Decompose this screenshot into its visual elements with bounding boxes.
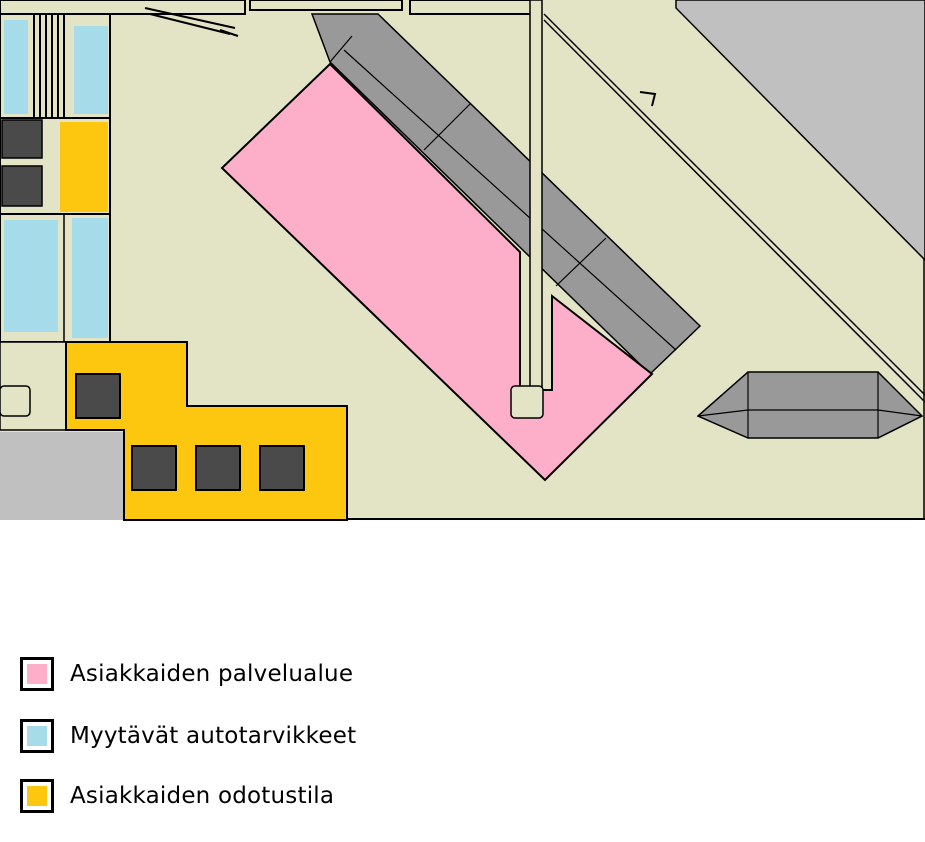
- legend-swatch-blue: [20, 719, 54, 753]
- seat-1: [1, 119, 43, 159]
- column-base: [510, 385, 544, 419]
- legend-label-products: Myytävät autotarvikkeet: [70, 723, 357, 749]
- diagonal-line-a: [543, 13, 925, 396]
- door-mark-right: [639, 91, 657, 107]
- legend-item-products: Myytävät autotarvikkeet: [20, 716, 356, 756]
- customer-service-area: [220, 62, 654, 482]
- shelf-mid-left: [4, 220, 58, 332]
- legend-swatch-pink: [20, 657, 54, 691]
- diagonal-line-b: [543, 19, 925, 403]
- shelf-stripes: [33, 14, 65, 118]
- waiting-area-small: [60, 122, 108, 212]
- shelf-mid-right: [72, 218, 108, 338]
- waiting-seat-4: [259, 445, 305, 491]
- waiting-seat-1: [75, 373, 121, 419]
- road-area: [675, 0, 925, 262]
- support-column: [529, 0, 543, 391]
- waiting-seat-2: [131, 445, 177, 491]
- door-mark-left: [144, 7, 239, 37]
- legend-label-waiting: Asiakkaiden odotustila: [70, 783, 335, 809]
- waiting-seat-3: [195, 445, 241, 491]
- outside-area: [0, 432, 124, 520]
- legend-item-service: Asiakkaiden palvelualue: [20, 654, 353, 694]
- entry-column: [0, 385, 31, 417]
- top-wall-mid: [249, 0, 403, 11]
- top-wall-left: [0, 0, 246, 15]
- seat-2: [1, 165, 43, 207]
- top-wall-right: [409, 0, 536, 15]
- shelf-top-left: [4, 20, 28, 114]
- legend-item-waiting: Asiakkaiden odotustila: [20, 776, 334, 816]
- legend-label-service: Asiakkaiden palvelualue: [70, 661, 354, 687]
- legend-swatch-yellow: [20, 779, 54, 813]
- shelf-top-right: [74, 26, 108, 114]
